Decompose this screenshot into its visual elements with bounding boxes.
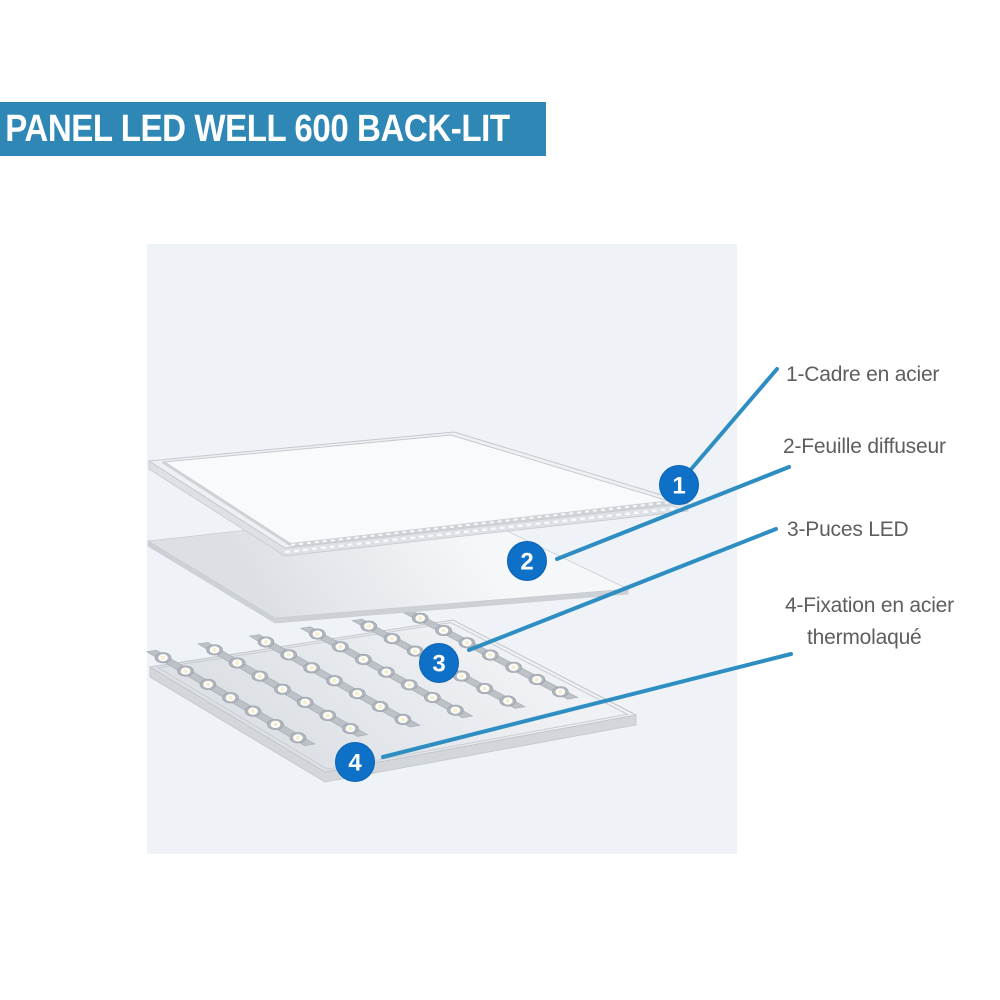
led-chip: [280, 687, 285, 692]
callout-line-1: [685, 367, 779, 476]
callout-label-frame: 1-Cadre en acier: [786, 363, 940, 386]
callout-line-3: [467, 527, 778, 652]
led-chip: [453, 707, 458, 713]
led-chip: [338, 644, 343, 649]
callout-number-1: 1: [672, 473, 685, 500]
led-chip: [384, 669, 389, 675]
led-chip: [212, 647, 217, 653]
callout-line-2: [555, 465, 791, 561]
led-chip: [309, 665, 314, 670]
banner-title: PANEL LED WELL 600 BACK-LIT: [5, 107, 510, 150]
led-chip: [441, 628, 446, 633]
frame-inner-ledge: [290, 500, 673, 547]
callout-number-4: 4: [348, 750, 362, 777]
led-chip: [412, 648, 418, 654]
back-plate-rim: [156, 622, 629, 770]
led-chip: [257, 673, 263, 679]
led-chip: [389, 636, 395, 641]
callout-label-fixation-line2: thermolaqué: [807, 626, 922, 649]
led-chip: [183, 668, 188, 674]
callout-label-fixation: 4-Fixation en acier: [785, 594, 954, 617]
back-plate: [148, 619, 638, 773]
frame-inner-ledge-left: [162, 460, 292, 547]
callout-circle-2: [507, 541, 547, 581]
led-chip: [228, 695, 233, 700]
led-chip: [482, 686, 487, 691]
led-chip: [366, 623, 372, 629]
led-chip: [315, 631, 320, 637]
led-chip: [348, 726, 353, 731]
led-chip: [355, 691, 360, 696]
callout-circle-4: [335, 742, 375, 782]
frame-opening: [163, 435, 672, 545]
led-chip: [464, 640, 470, 645]
led-chip: [205, 682, 211, 687]
led-chip: [418, 616, 423, 621]
led-chip: [407, 682, 412, 688]
led-chip: [160, 655, 166, 660]
led-chip: [488, 652, 493, 658]
frame-side-perforation: [284, 505, 689, 554]
led-chip: [534, 677, 540, 682]
led-chip: [459, 673, 464, 679]
banner: PANEL LED WELL 600 BACK-LIT: [0, 102, 546, 156]
callout-number-2: 2: [520, 549, 533, 576]
led-chip: [377, 704, 383, 709]
led-chip: [558, 689, 563, 694]
led-chip: [302, 700, 308, 705]
led-chip: [505, 698, 511, 704]
led-chip: [325, 713, 330, 718]
led-chip: [273, 722, 278, 727]
led-chip: [400, 717, 406, 722]
led-chip: [430, 695, 435, 700]
callout-circle-1: [659, 465, 699, 505]
callout-number-3: 3: [432, 651, 445, 678]
led-chip: [250, 708, 256, 714]
callout-label-diffuser: 2-Feuille diffuseur: [783, 435, 946, 458]
led-chip: [361, 657, 366, 662]
led-chip: [295, 735, 301, 741]
callout-line-4: [381, 652, 793, 759]
callout-label-led-chips: 3-Puces LED: [787, 518, 909, 541]
led-chip: [511, 665, 516, 670]
callout-circle-3: [419, 643, 459, 683]
led-chip: [286, 652, 291, 658]
led-chip: [332, 678, 337, 683]
led-chip: [234, 660, 240, 666]
led-chip: [263, 639, 269, 645]
